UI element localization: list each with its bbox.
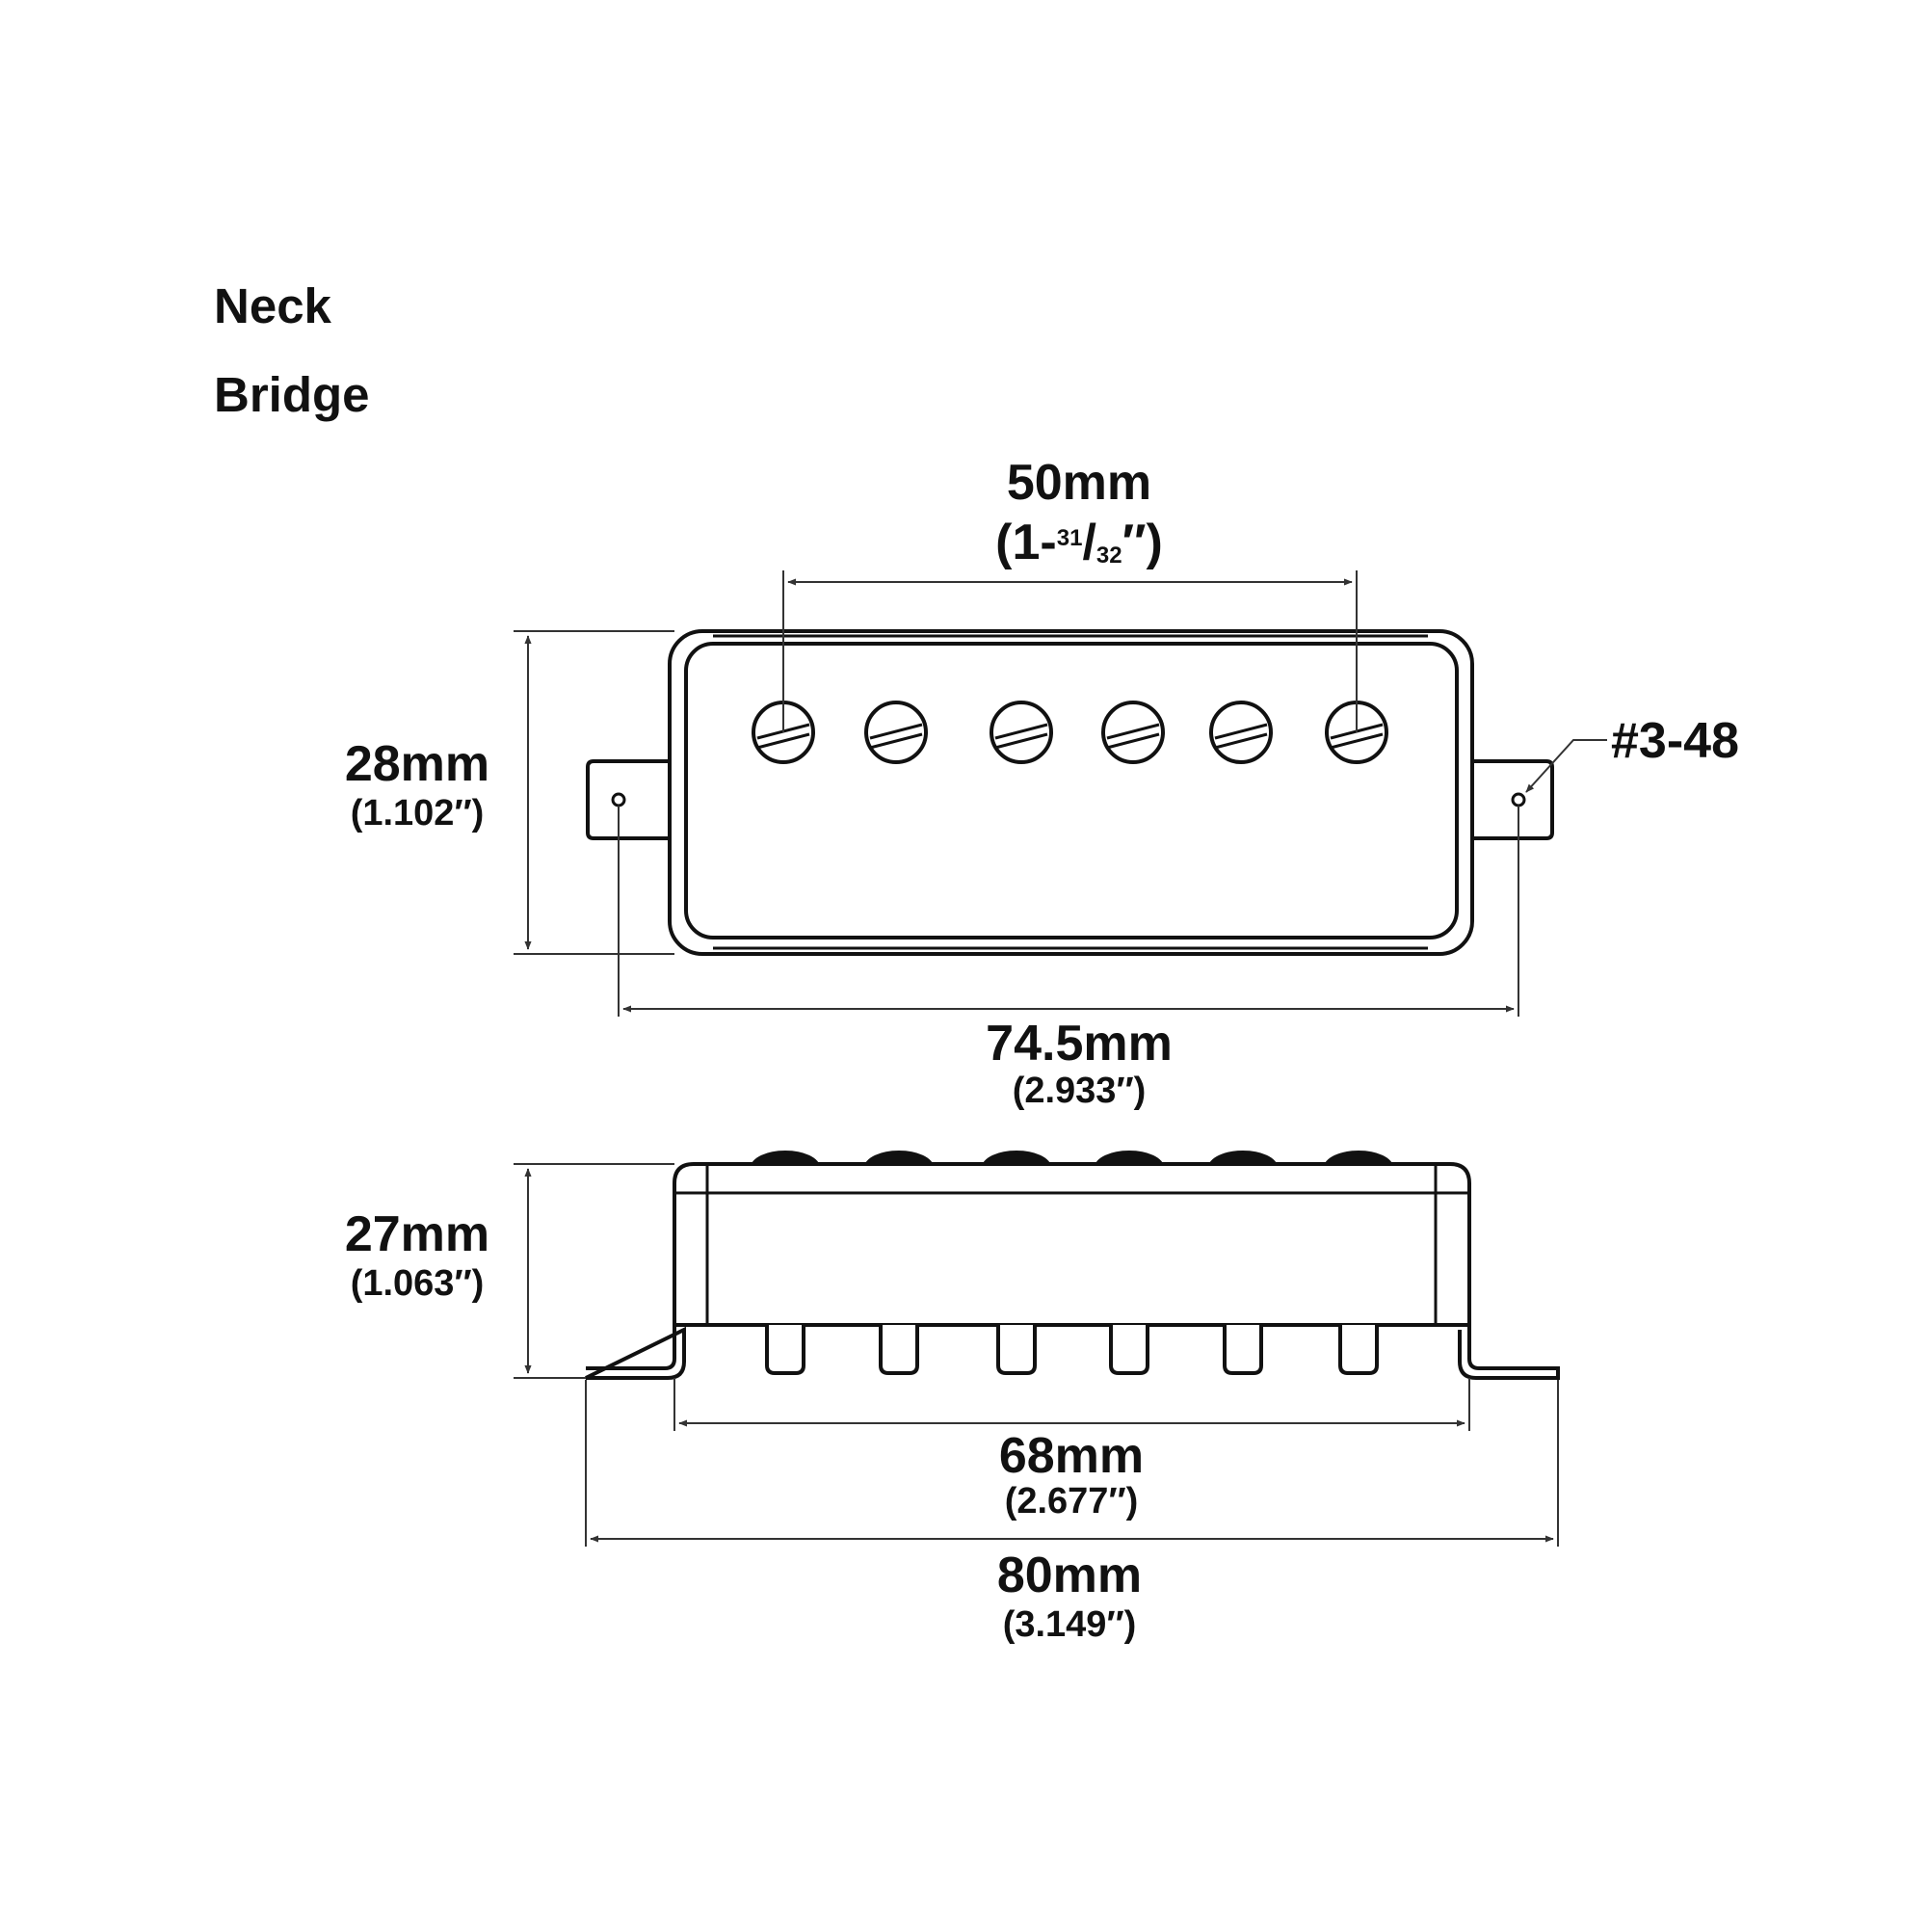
right-mounting-hole: [1511, 792, 1526, 807]
side-height-inch: (1.063″): [350, 1263, 485, 1304]
cover-width-inch: (2.677″): [1004, 1481, 1139, 1522]
top-view-pickup: [586, 629, 1554, 956]
bridge-label: Bridge: [214, 367, 370, 422]
height-inch: (1.102″): [350, 793, 485, 834]
pole-screw-3: [990, 701, 1053, 764]
mount-width-mm: 74.5mm: [986, 1016, 1173, 1072]
height-mm: 28mm: [344, 736, 490, 792]
side-base-plate: [585, 1325, 1560, 1380]
side-cover-body: [673, 1162, 1471, 1327]
side-view-pickup: [585, 1151, 1560, 1380]
mount-width-inch: (2.933″): [1012, 1071, 1147, 1111]
pole-spacing-inch: (1-31/32″): [995, 515, 1163, 570]
top-right-mounting-ear: [1469, 759, 1554, 840]
top-dimension-lines: [514, 570, 1607, 1017]
pole-spacing-mm: 50mm: [1006, 455, 1152, 511]
side-pole-legs: [765, 1325, 1379, 1375]
total-width-mm: 80mm: [996, 1548, 1143, 1603]
left-mounting-hole: [611, 792, 626, 807]
top-pickup-cover: [684, 642, 1459, 940]
cover-width-mm: 68mm: [998, 1428, 1145, 1484]
total-width-inch: (3.149″): [1002, 1604, 1137, 1645]
screw-spec-leader: [1525, 739, 1607, 793]
top-left-mounting-ear: [586, 759, 674, 840]
neck-label: Neck: [214, 278, 331, 333]
pole-screw-2: [864, 701, 928, 764]
side-dimension-lines: [514, 1163, 1559, 1547]
side-height-mm: 27mm: [344, 1206, 490, 1262]
pole-screw-5: [1209, 701, 1273, 764]
screw-spec-label: #3-48: [1611, 713, 1739, 769]
pole-screw-4: [1101, 701, 1165, 764]
